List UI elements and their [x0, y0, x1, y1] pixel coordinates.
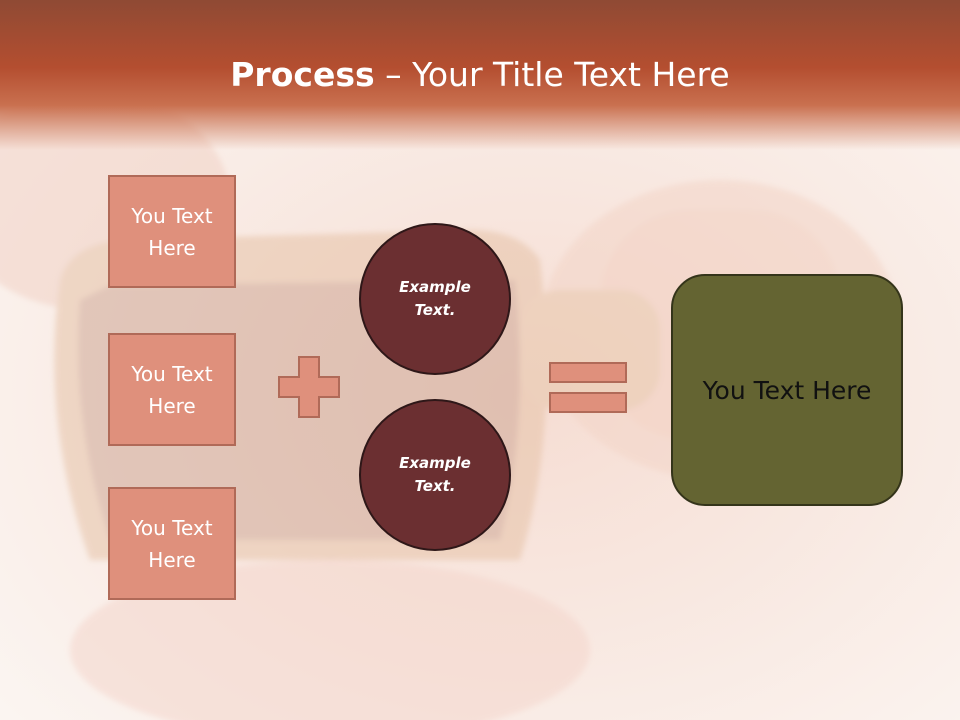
text-box-label: You Text Here — [131, 515, 213, 572]
title-bar — [0, 0, 960, 150]
text-box-label: You Text Here — [131, 203, 213, 260]
text-box-1[interactable]: You Text Here — [108, 175, 236, 288]
text-box-2[interactable]: You Text Here — [108, 333, 236, 446]
title-bold: Process — [230, 55, 375, 94]
plus-icon — [278, 356, 340, 418]
slide-title: Process – Your Title Text Here — [0, 52, 960, 98]
example-circle-1[interactable]: Example Text. — [359, 223, 511, 375]
circle-label: Example Text. — [399, 454, 471, 495]
equals-bar-bottom — [549, 392, 627, 413]
equals-bar-top — [549, 362, 627, 383]
text-box-label: You Text Here — [131, 361, 213, 418]
circle-label: Example Text. — [399, 278, 471, 319]
title-rest: – Your Title Text Here — [374, 55, 730, 94]
example-circle-2[interactable]: Example Text. — [359, 399, 511, 551]
result-label: You Text Here — [702, 375, 872, 405]
text-box-3[interactable]: You Text Here — [108, 487, 236, 600]
result-box[interactable]: You Text Here — [671, 274, 903, 506]
